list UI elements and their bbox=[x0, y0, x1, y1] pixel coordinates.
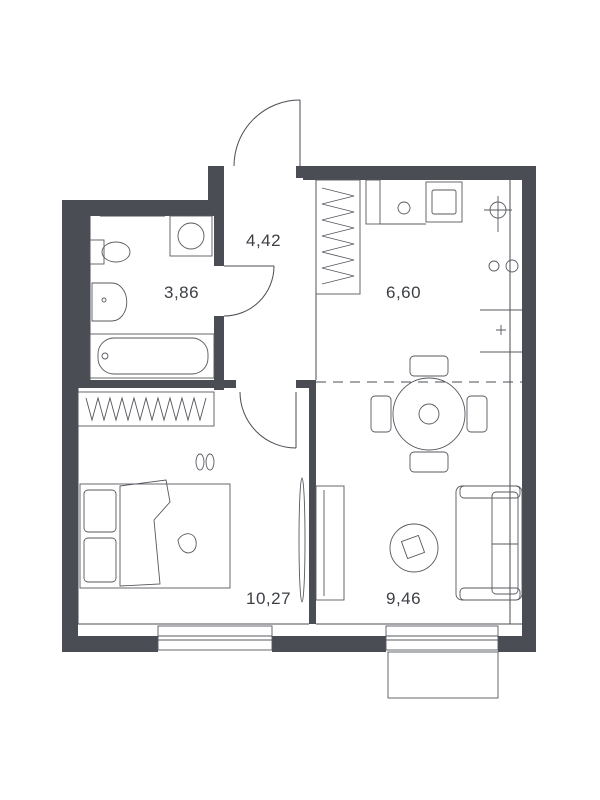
bedroom-window bbox=[157, 625, 273, 651]
bedroom-area-label: 10,27 bbox=[246, 589, 291, 608]
bedroom-wardrobe bbox=[77, 391, 215, 427]
bathroom-door bbox=[223, 265, 275, 317]
washing-machine bbox=[169, 215, 213, 257]
sofa bbox=[455, 485, 523, 601]
kitchen-area-label: 6,60 bbox=[386, 283, 421, 302]
fridge bbox=[365, 179, 426, 225]
dining-table bbox=[370, 355, 488, 473]
mirror bbox=[298, 477, 306, 603]
bathtub bbox=[89, 333, 215, 379]
tv-cabinet bbox=[315, 485, 345, 601]
entrance-door bbox=[233, 99, 301, 167]
living-area-label: 9,46 bbox=[386, 589, 421, 608]
bedroom-door bbox=[239, 391, 297, 449]
flower-decor bbox=[484, 196, 512, 232]
stove bbox=[480, 259, 522, 353]
kitchen-sink bbox=[425, 181, 463, 223]
toilet bbox=[89, 239, 131, 265]
hall-area-label: 4,42 bbox=[246, 231, 281, 250]
coffee-table bbox=[389, 523, 439, 573]
bed bbox=[79, 479, 231, 589]
living-window bbox=[385, 625, 499, 699]
walls bbox=[62, 166, 536, 652]
bathroom-area-label: 3,86 bbox=[164, 283, 199, 302]
sink bbox=[91, 282, 128, 322]
slippers bbox=[195, 453, 215, 471]
wardrobe bbox=[315, 179, 361, 295]
